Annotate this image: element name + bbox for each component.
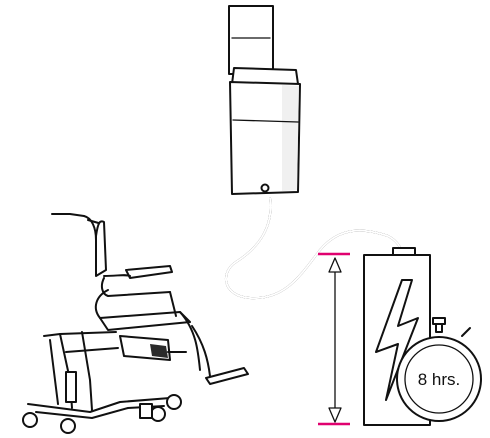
duration-label: 8 hrs. xyxy=(418,370,461,389)
wall-charger-icon xyxy=(228,5,301,195)
stopwatch-icon: 8 hrs. xyxy=(396,317,482,422)
charge-range-indicator xyxy=(318,252,350,426)
shower-commode-chair-icon xyxy=(22,213,249,434)
